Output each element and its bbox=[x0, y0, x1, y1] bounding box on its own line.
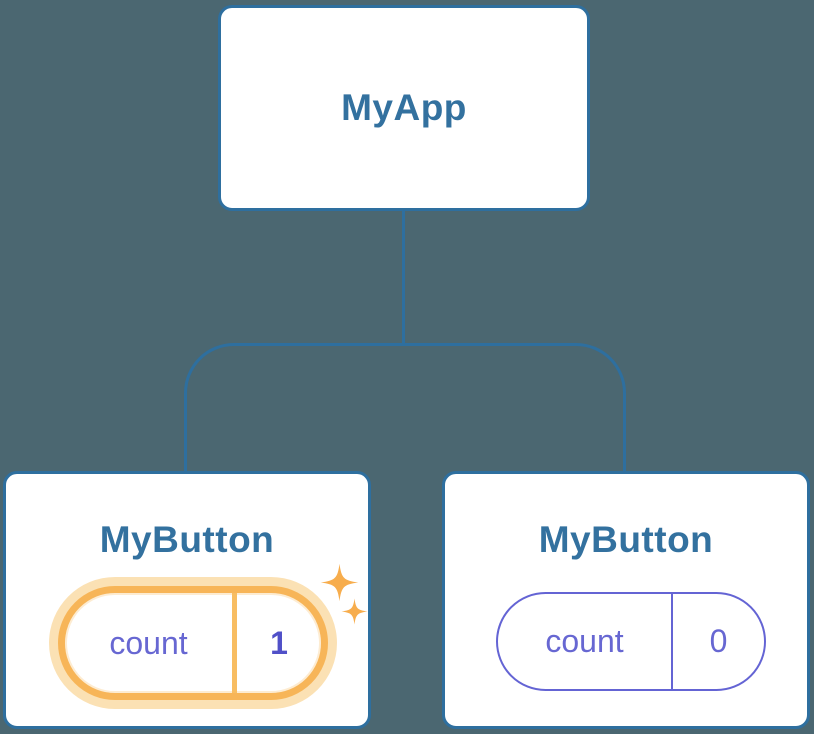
sparkle-icon bbox=[320, 563, 359, 602]
connector-branch-lines bbox=[184, 343, 626, 472]
state-pill-highlighted: count 1 bbox=[58, 586, 328, 700]
child-node-mybutton-default: MyButton count 0 bbox=[442, 471, 810, 729]
child-node-mybutton-highlighted: MyButton count 1 bbox=[3, 471, 371, 729]
root-node-myapp: MyApp bbox=[218, 5, 590, 211]
state-pill-default: count 0 bbox=[496, 592, 766, 691]
sparkle-icon bbox=[341, 598, 368, 625]
connector-trunk-line bbox=[402, 209, 405, 346]
state-value: 0 bbox=[709, 623, 728, 659]
child-node-label: MyButton bbox=[99, 519, 275, 560]
state-value: 1 bbox=[270, 624, 288, 661]
state-key-label: count bbox=[545, 623, 624, 659]
child-node-label: MyButton bbox=[538, 519, 714, 560]
pill-divider bbox=[671, 594, 673, 689]
root-node-label: MyApp bbox=[341, 87, 467, 128]
pill-divider bbox=[232, 593, 237, 693]
state-key-label: count bbox=[109, 624, 188, 661]
